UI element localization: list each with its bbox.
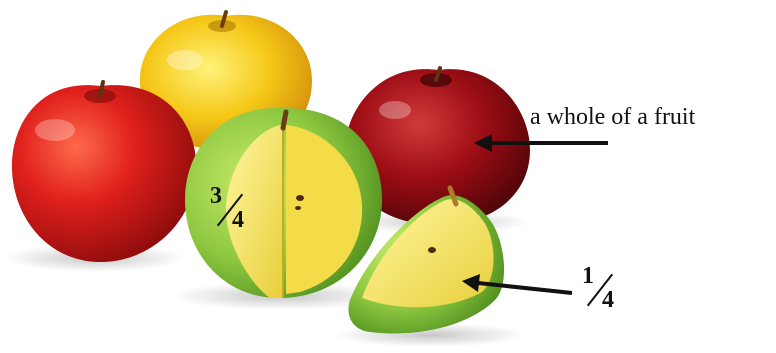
fraction-denominator: 4 bbox=[602, 288, 614, 312]
fraction-three-quarters: 3 4 bbox=[208, 184, 252, 236]
fraction-numerator: 3 bbox=[210, 184, 222, 208]
red-apple bbox=[12, 82, 196, 262]
fraction-one-quarter: 1 4 bbox=[580, 264, 624, 316]
fraction-denominator: 4 bbox=[232, 208, 244, 232]
fraction-numerator: 1 bbox=[582, 264, 594, 288]
whole-fruit-label: a whole of a fruit bbox=[530, 104, 695, 131]
